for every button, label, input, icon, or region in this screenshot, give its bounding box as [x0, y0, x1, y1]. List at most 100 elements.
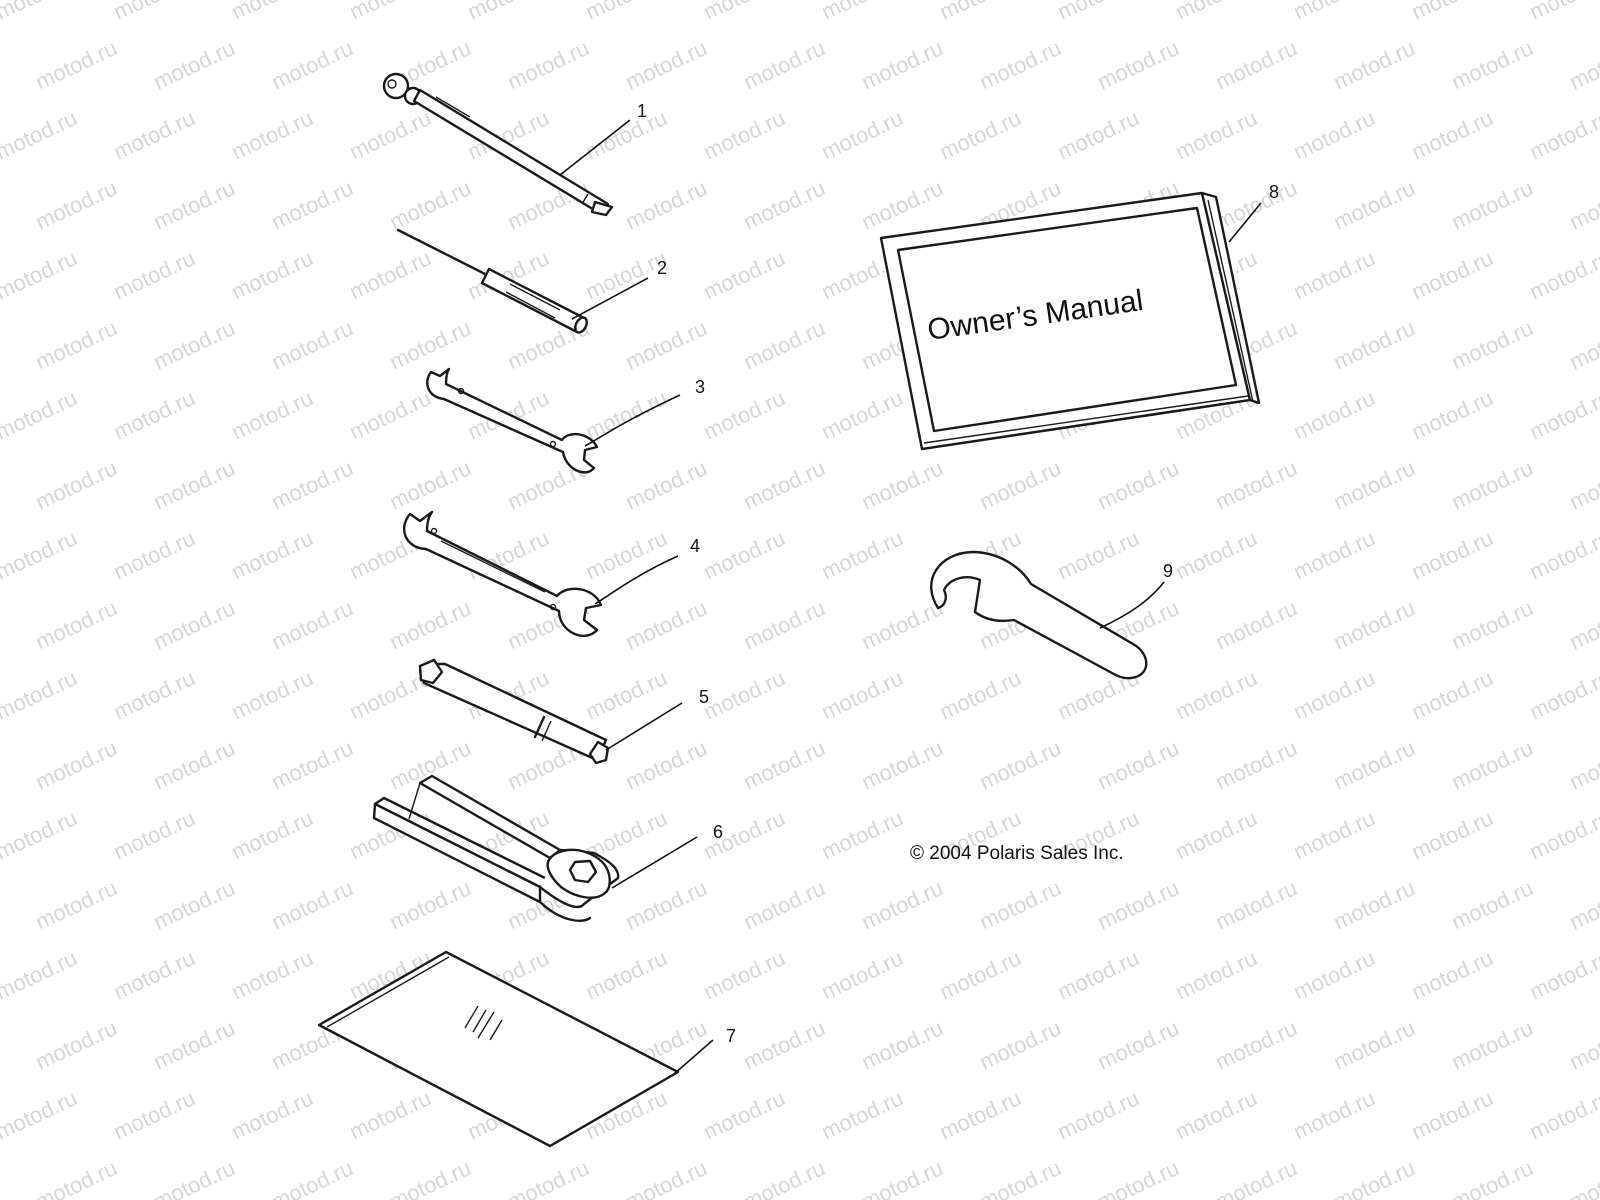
watermark-text: motod.ru	[228, 385, 317, 444]
watermark-text: motod.ru	[1094, 35, 1183, 94]
callout-1: 1	[637, 101, 647, 121]
watermark-text: motod.ru	[858, 455, 947, 514]
leader-8	[1228, 202, 1262, 243]
leader-1	[559, 119, 631, 176]
watermark-text: motod.ru	[268, 875, 357, 934]
watermark-text: motod.ru	[0, 175, 3, 234]
watermark-text: motod.ru	[1566, 35, 1600, 94]
watermark-text: motod.ru	[504, 35, 593, 94]
watermark-text: motod.ru	[1566, 595, 1600, 654]
watermark-text: motod.ru	[976, 735, 1065, 794]
watermark-text: motod.ru	[32, 1155, 121, 1200]
watermark-text: motod.ru	[1408, 105, 1497, 164]
watermark-text: motod.ru	[622, 875, 711, 934]
callout-9: 9	[1163, 561, 1173, 581]
leader-5	[605, 702, 683, 751]
watermark-text: motod.ru	[110, 385, 199, 444]
watermark-text: motod.ru	[0, 945, 81, 1004]
watermark-text: motod.ru	[386, 455, 475, 514]
watermark-text: motod.ru	[228, 105, 317, 164]
watermark-text: motod.ru	[386, 875, 475, 934]
watermark-text: motod.ru	[622, 175, 711, 234]
watermark-text: motod.ru	[622, 735, 711, 794]
watermark-text: motod.ru	[976, 1015, 1065, 1074]
watermark-text: motod.ru	[622, 1155, 711, 1200]
watermark-text: motod.ru	[858, 875, 947, 934]
watermark-text: motod.ru	[1408, 525, 1497, 584]
leader-9	[1099, 581, 1165, 629]
watermark-text: motod.ru	[1094, 455, 1183, 514]
watermark-text: motod.ru	[1448, 35, 1537, 94]
watermark-text: motod.ru	[346, 0, 435, 25]
watermark-text: motod.ru	[582, 945, 671, 1004]
watermark-text: motod.ru	[740, 175, 829, 234]
watermark-text: motod.ru	[1566, 175, 1600, 234]
watermark-text: motod.ru	[936, 105, 1025, 164]
watermark-text: motod.ru	[1566, 875, 1600, 934]
watermark-text: motod.ru	[0, 245, 81, 304]
watermark-text: motod.ru	[268, 35, 357, 94]
watermark-text: motod.ru	[1408, 665, 1497, 724]
watermark-text: motod.ru	[976, 875, 1065, 934]
watermark-text: motod.ru	[1094, 1015, 1183, 1074]
watermark-text: motod.ru	[1094, 735, 1183, 794]
small-wrench	[426, 367, 599, 474]
watermark-text: motod.ru	[700, 665, 789, 724]
watermark-text: motod.ru	[818, 525, 907, 584]
watermark-text: motod.ru	[32, 875, 121, 934]
watermark-text: motod.ru	[976, 455, 1065, 514]
watermark-text: motod.ru	[700, 105, 789, 164]
watermark-text: motod.ru	[1212, 735, 1301, 794]
callout-2: 2	[657, 258, 667, 278]
watermark-text: motod.ru	[268, 455, 357, 514]
watermark-text: motod.ru	[346, 105, 435, 164]
watermark-text: motod.ru	[1448, 315, 1537, 374]
large-wrench	[403, 510, 603, 637]
watermark-text: motod.ru	[0, 385, 81, 444]
watermark-text: motod.ru	[582, 105, 671, 164]
watermark-text: motod.ru	[1290, 0, 1379, 25]
watermark-text: motod.ru	[150, 1015, 239, 1074]
watermark-text: motod.ru	[858, 1015, 947, 1074]
watermark-text: motod.ru	[268, 595, 357, 654]
screwdriver	[396, 228, 588, 334]
watermark-text: motod.ru	[1566, 1155, 1600, 1200]
watermark-text: motod.ru	[1172, 525, 1261, 584]
watermark-text: motod.ru	[858, 35, 947, 94]
callout-3: 3	[695, 377, 705, 397]
watermark-text: motod.ru	[1212, 595, 1301, 654]
watermark-text: motod.ru	[110, 525, 199, 584]
watermark-text: motod.ru	[1448, 875, 1537, 934]
watermark-text: motod.ru	[228, 245, 317, 304]
watermark-text: motod.ru	[0, 315, 3, 374]
watermark-text: motod.ru	[1330, 595, 1419, 654]
watermark-text: motod.ru	[858, 595, 947, 654]
watermark-text: motod.ru	[1212, 455, 1301, 514]
tire-pressure-gauge	[382, 72, 614, 217]
watermark-text: motod.ru	[1212, 175, 1301, 234]
watermark-text: motod.ru	[1526, 665, 1600, 724]
watermark-text: motod.ru	[1172, 1085, 1261, 1144]
watermark-text: motod.ru	[1172, 945, 1261, 1004]
watermark-text: motod.ru	[1212, 1155, 1301, 1200]
watermark-text: motod.ru	[268, 1155, 357, 1200]
watermark-text: motod.ru	[1330, 1015, 1419, 1074]
watermark-text: motod.ru	[1526, 385, 1600, 444]
watermark-text: motod.ru	[976, 35, 1065, 94]
watermark-text: motod.ru	[150, 875, 239, 934]
watermark-text: motod.ru	[268, 735, 357, 794]
spark-plug-socket	[418, 658, 610, 765]
watermark-text: motod.ru	[1212, 875, 1301, 934]
watermark-text: motod.ru	[1408, 245, 1497, 304]
watermark-text: motod.ru	[150, 175, 239, 234]
watermark-text: motod.ru	[1526, 945, 1600, 1004]
watermark-text: motod.ru	[1054, 105, 1143, 164]
watermark-text: motod.ru	[0, 805, 81, 864]
leader-6	[611, 836, 698, 889]
watermark-text: motod.ru	[1290, 385, 1379, 444]
watermark-text: motod.ru	[32, 175, 121, 234]
watermark-text: motod.ru	[1566, 1015, 1600, 1074]
watermark-text: motod.ru	[268, 315, 357, 374]
